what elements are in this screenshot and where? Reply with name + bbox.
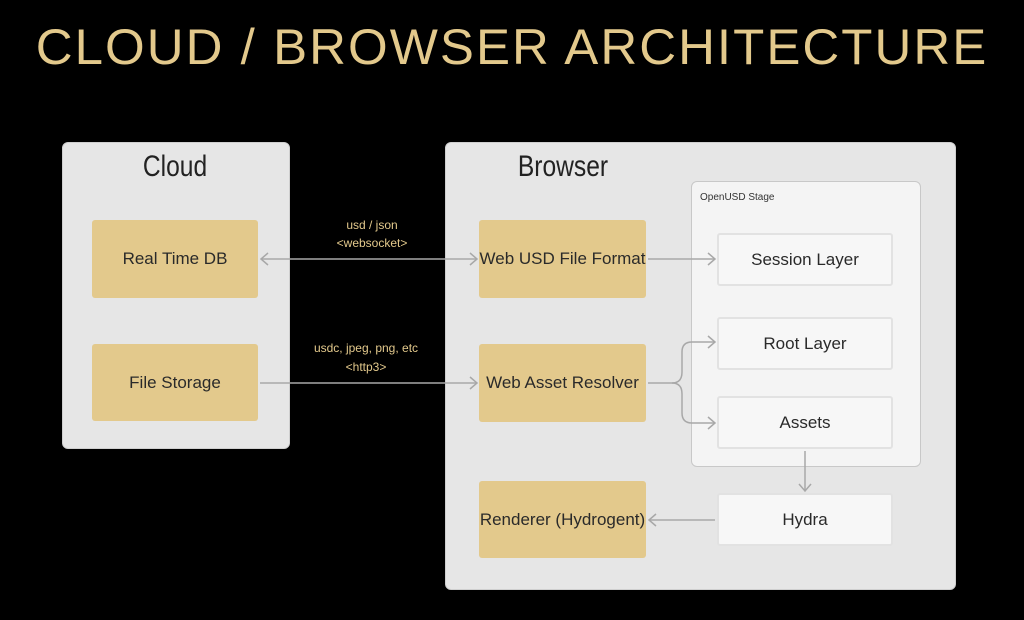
real-time-db-box: Real Time DB	[92, 220, 258, 298]
resolver-branch-arrows	[648, 335, 717, 430]
assets-to-hydra-arrow	[798, 451, 812, 493]
storage-connection-formats: usdc, jpeg, png, etc	[313, 341, 419, 355]
storage-connection-transport: <http3>	[345, 360, 387, 374]
http3-arrow	[260, 376, 479, 390]
cloud-title: Cloud	[142, 150, 208, 183]
session-layer-box: Session Layer	[717, 233, 893, 286]
root-layer-box: Root Layer	[717, 317, 893, 370]
hydra-box: Hydra	[717, 493, 893, 546]
db-connection-transport: <websocket>	[336, 236, 408, 250]
hydra-to-renderer-arrow	[647, 513, 715, 527]
websocket-arrow	[259, 252, 479, 266]
file-storage-box: File Storage	[92, 344, 258, 421]
renderer-box: Renderer (Hydrogent)	[479, 481, 646, 558]
assets-box: Assets	[717, 396, 893, 449]
openusd-stage-label: OpenUSD Stage	[700, 192, 775, 203]
format-to-session-arrow	[648, 252, 717, 266]
slide-title: CLOUD / BROWSER ARCHITECTURE	[35, 19, 989, 75]
db-connection-protocol: usd / json	[346, 218, 398, 232]
web-asset-resolver-box: Web Asset Resolver	[479, 344, 646, 422]
web-usd-file-format-box: Web USD File Format	[479, 220, 646, 298]
browser-title: Browser	[517, 150, 609, 183]
